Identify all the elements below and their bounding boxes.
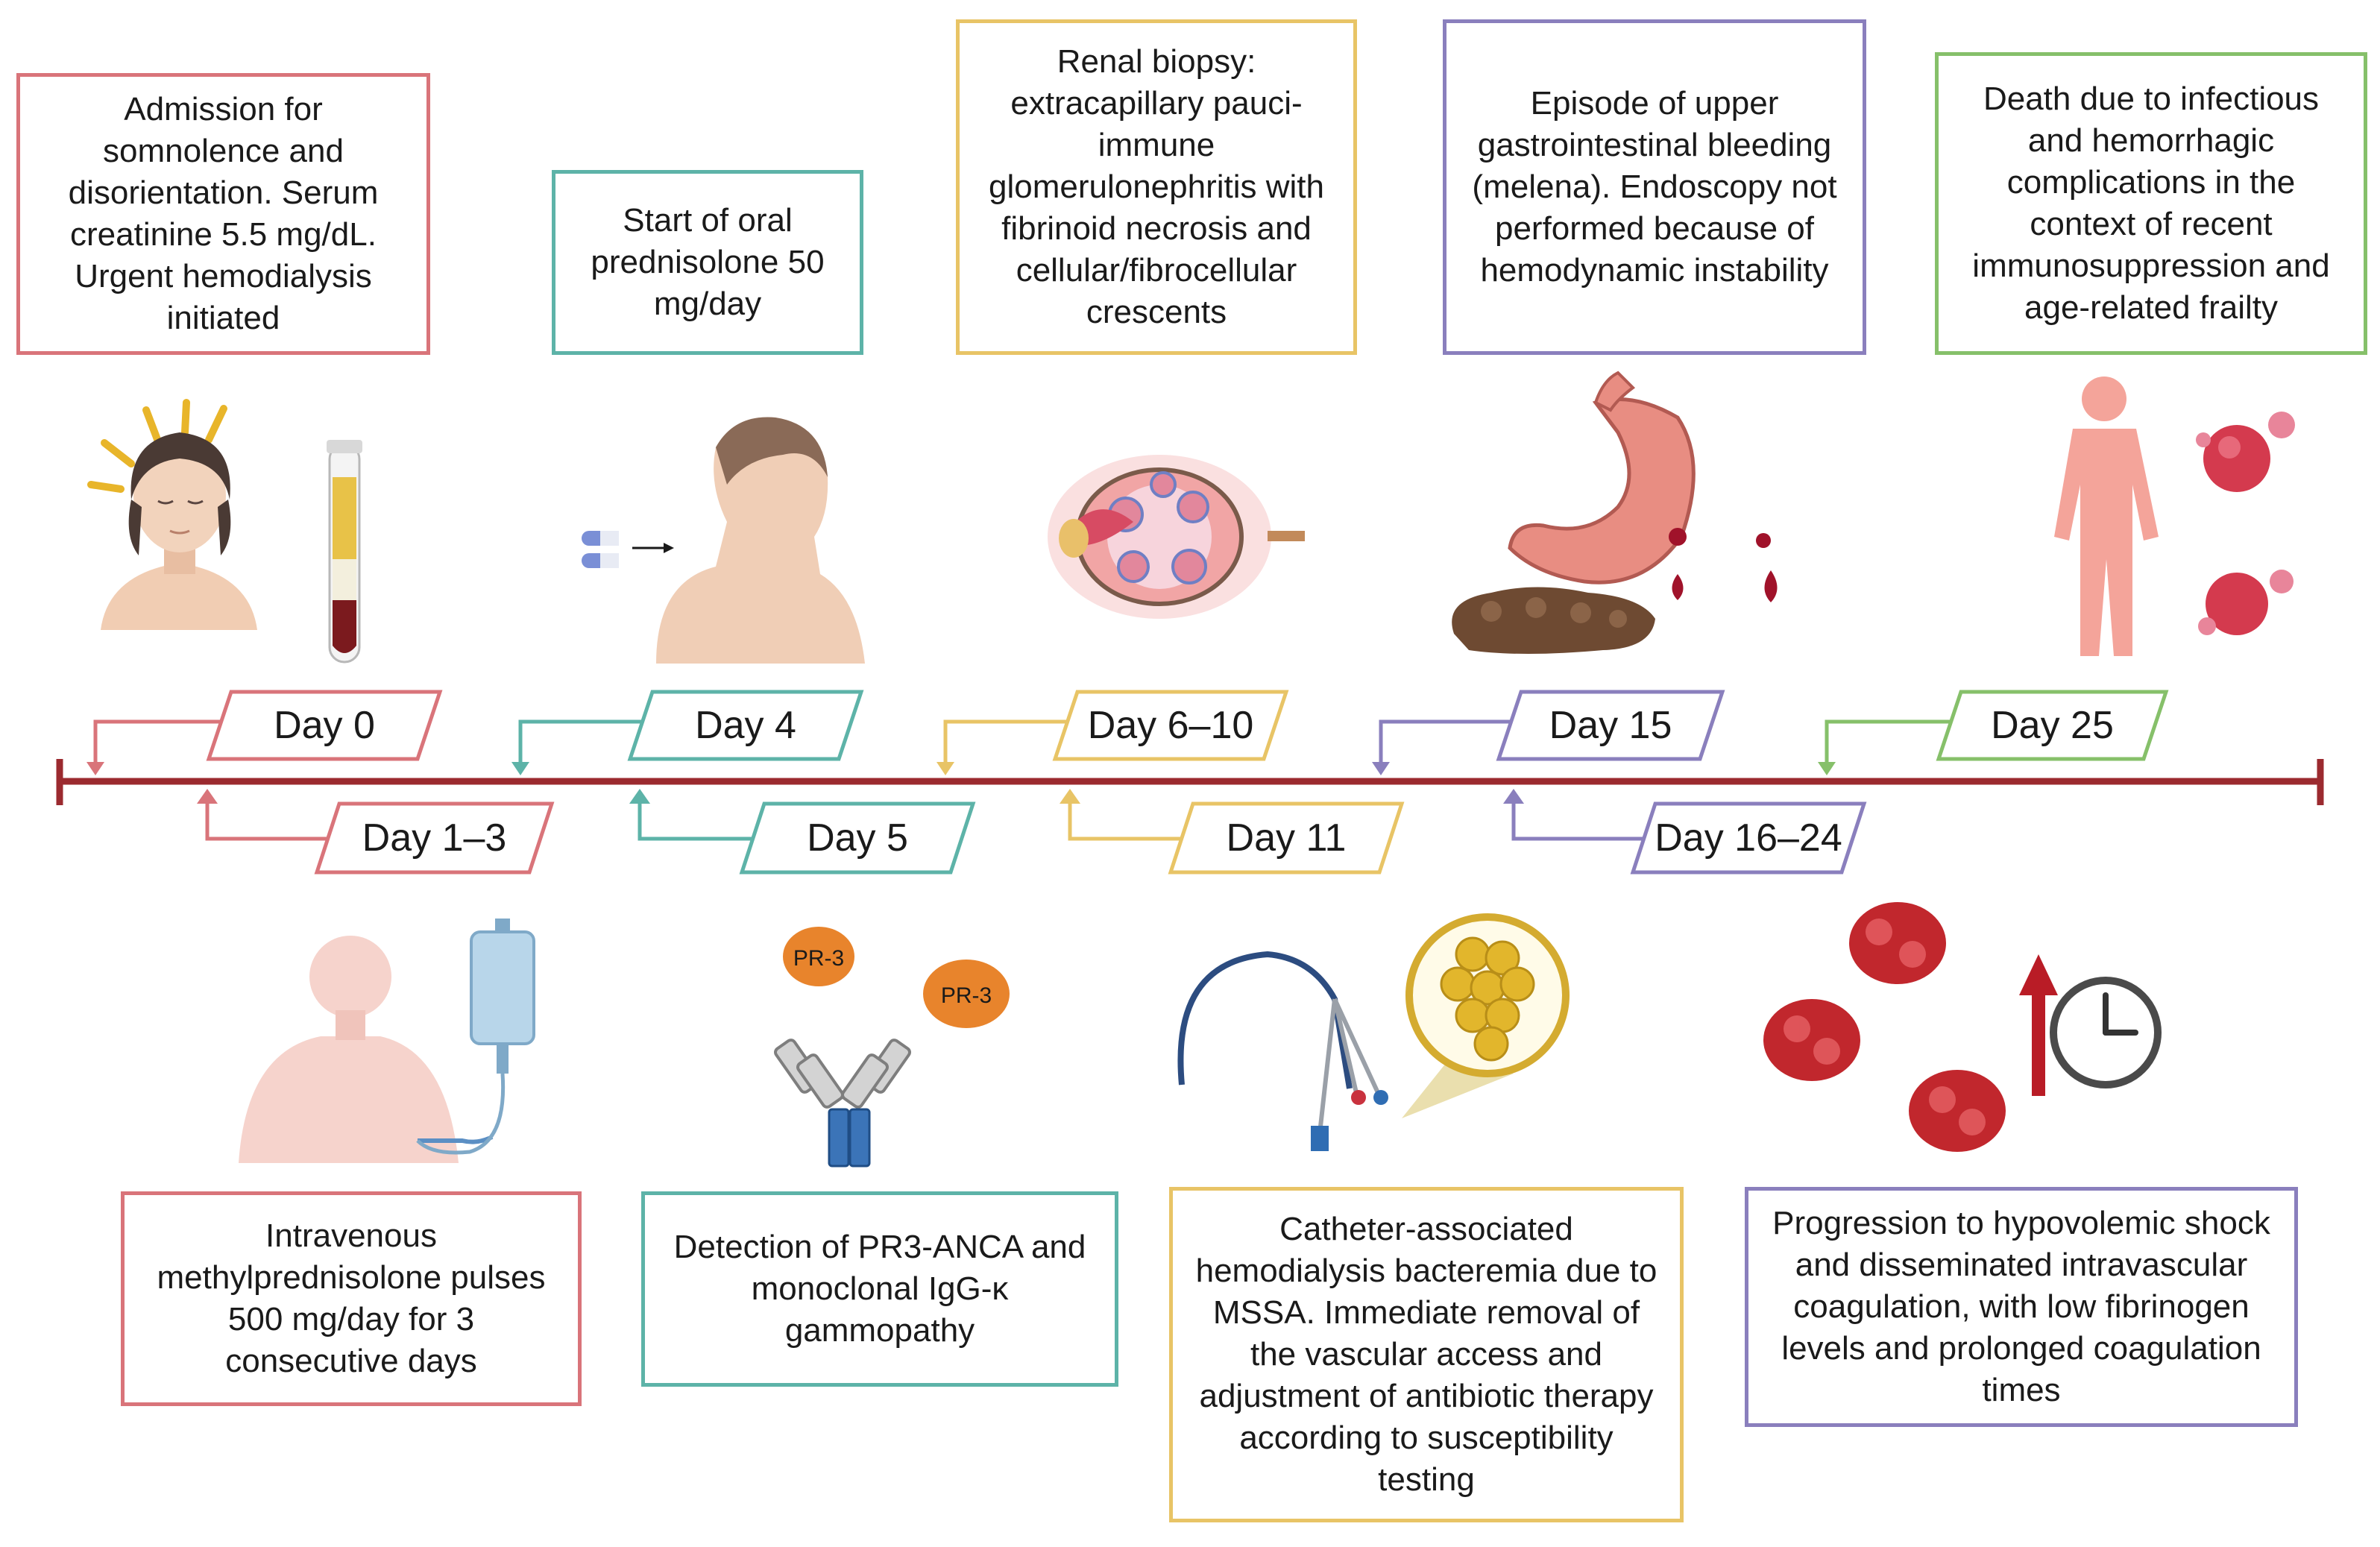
blood-clot-icon	[2196, 412, 2295, 635]
event-text-day-16-24: Progression to hypovolemic shock and dis…	[1772, 1205, 2270, 1408]
day-label-15: Day 15	[1549, 704, 1672, 747]
patient-headache-icon	[87, 399, 257, 630]
event-box-day-11: Catheter-associated hemodialysis bactere…	[1169, 1187, 1684, 1522]
bottom-day-tags	[314, 801, 1867, 875]
pr3-antigen-icon	[783, 927, 1010, 1028]
event-box-day-4: Start of oral prednisolone 50 mg/day	[552, 170, 863, 355]
event-box-day-25: Death due to infectious and hemorrhagic …	[1935, 52, 2367, 355]
event-text-day-15: Episode of upper gastrointestinal bleedi…	[1472, 85, 1837, 289]
event-box-day-15: Episode of upper gastrointestinal bleedi…	[1443, 19, 1866, 355]
bottom-connectors	[197, 789, 1652, 841]
event-box-day-0: Admission for somnolence and disorientat…	[16, 73, 430, 355]
day-label-0: Day 0	[274, 704, 375, 747]
day-label-16-24: Day 16–24	[1655, 816, 1842, 860]
up-arrow-icon	[2019, 954, 2058, 1096]
blood-tube-icon	[327, 440, 362, 664]
day-label-11: Day 11	[1226, 816, 1347, 860]
oral-pill-icon	[582, 417, 865, 664]
event-text-day-1-3: Intravenous methylprednisolone pulses 50…	[157, 1217, 546, 1379]
catheter-icon	[1177, 951, 1388, 1151]
clot-cluster-icon	[1763, 902, 2006, 1152]
event-text-day-5: Detection of PR3-ANCA and monoclonal IgG…	[673, 1229, 1086, 1349]
kidney-biopsy-icon	[1048, 455, 1305, 619]
body-death-icon	[2054, 376, 2159, 656]
event-text-day-6-10: Renal biopsy: extracapillary pauci-immun…	[989, 43, 1324, 330]
pr3-label-1: PR-3	[793, 946, 844, 971]
staph-bacteria-icon	[1402, 913, 1570, 1118]
melena-stool-icon	[1452, 587, 1655, 654]
iv-patient-icon	[239, 936, 494, 1163]
event-box-day-6-10: Renal biopsy: extracapillary pauci-immun…	[956, 19, 1357, 355]
event-text-day-4: Start of oral prednisolone 50 mg/day	[591, 202, 825, 322]
iv-bag-icon	[416, 919, 535, 1155]
antibody-icon	[773, 1039, 912, 1168]
event-box-day-1-3: Intravenous methylprednisolone pulses 50…	[121, 1191, 582, 1406]
event-text-day-11: Catheter-associated hemodialysis bactere…	[1195, 1211, 1658, 1498]
day-label-25: Day 25	[1991, 704, 2114, 747]
event-box-day-16-24: Progression to hypovolemic shock and dis…	[1745, 1187, 2298, 1427]
top-connectors	[86, 719, 1957, 775]
day-label-5: Day 5	[807, 816, 908, 860]
bleeding-stomach-icon	[1508, 371, 1778, 602]
event-text-day-0: Admission for somnolence and disorientat…	[68, 91, 379, 336]
day-label-4: Day 4	[695, 704, 796, 747]
event-text-day-25: Death due to infectious and hemorrhagic …	[1972, 81, 2330, 326]
top-day-tags	[206, 690, 2169, 761]
event-box-day-5: Detection of PR3-ANCA and monoclonal IgG…	[641, 1191, 1118, 1387]
day-label-6-10: Day 6–10	[1087, 704, 1254, 747]
day-label-1-3: Day 1–3	[362, 816, 507, 860]
clock-icon	[2050, 977, 2162, 1088]
pr3-label-2: PR-3	[941, 983, 992, 1008]
